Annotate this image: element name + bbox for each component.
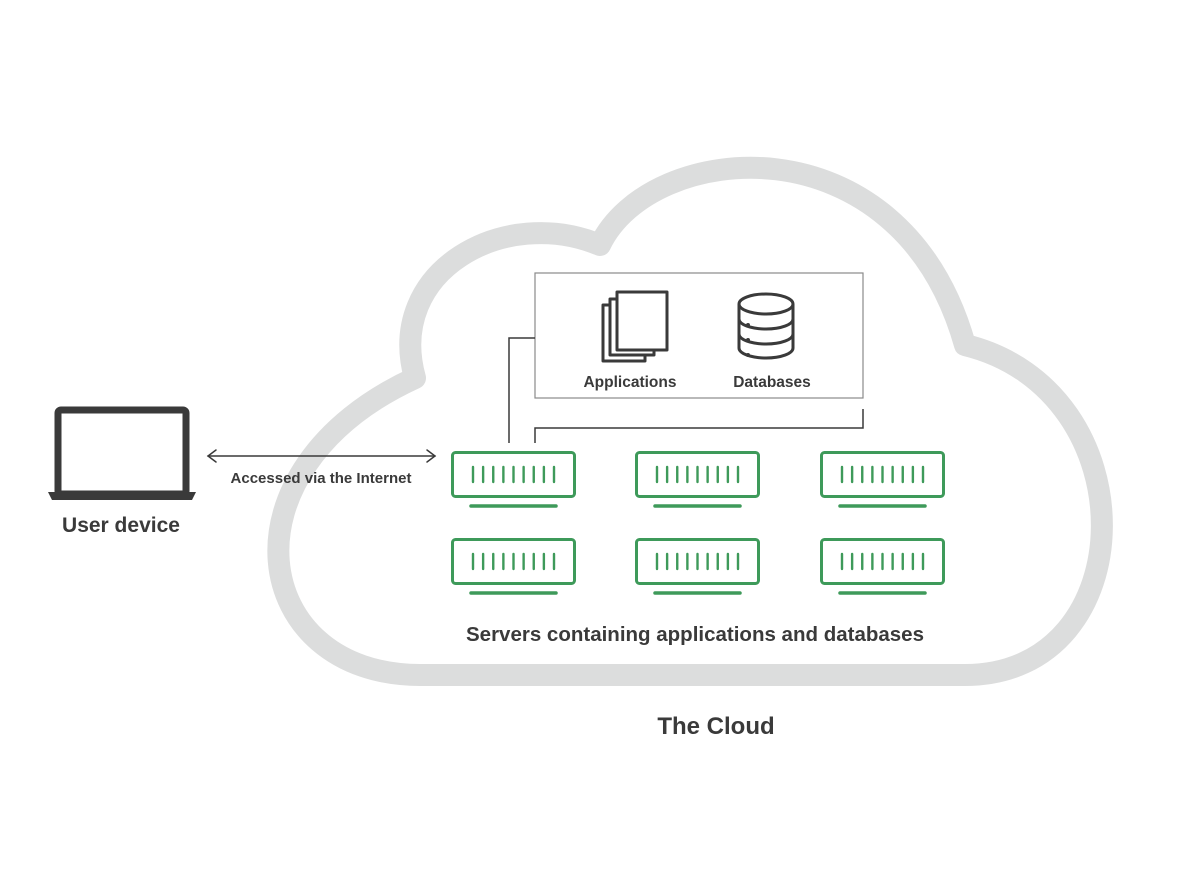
cloud-shape (267, 156, 1113, 686)
user-device-label: User device (62, 514, 180, 537)
laptop-icon (48, 406, 196, 500)
server-rack-icon (635, 451, 760, 508)
connector-line-left (508, 337, 535, 443)
server-rack-icon (451, 538, 576, 595)
cloud-label: The Cloud (657, 713, 774, 740)
server-rack-icon (820, 451, 945, 508)
databases-label: Databases (733, 374, 811, 391)
connection-label: Accessed via the Internet (231, 470, 412, 487)
database-cylinder-icon (737, 292, 795, 360)
bidirectional-arrow-icon (206, 449, 437, 463)
connector-line-bottom (534, 409, 864, 443)
server-rack-icon (820, 538, 945, 595)
applications-databases-box (534, 272, 864, 399)
server-rack-icon (451, 451, 576, 508)
documents-stack-icon (601, 290, 669, 363)
server-grid (451, 451, 945, 595)
servers-label: Servers containing applications and data… (466, 623, 924, 646)
applications-label: Applications (583, 374, 676, 391)
server-rack-icon (635, 538, 760, 595)
